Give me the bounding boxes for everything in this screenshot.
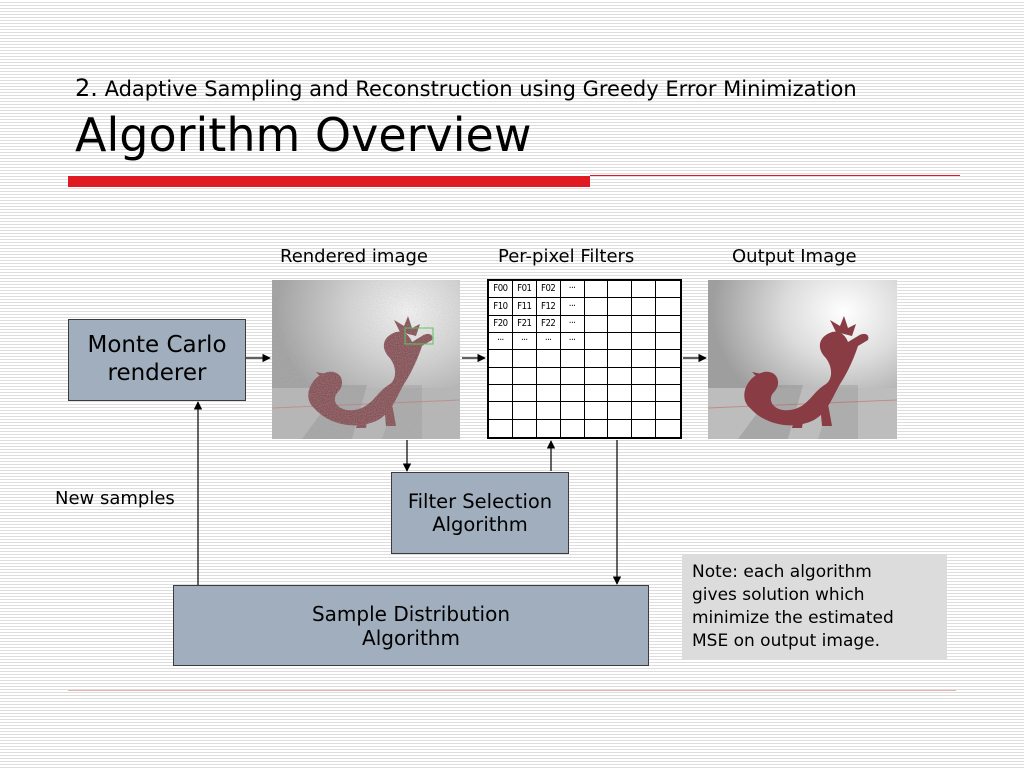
subtitle-number: 2. <box>75 74 98 102</box>
grid-cell-f01: F01 <box>512 281 537 299</box>
per-pixel-filter-grid: F00 F01 F02 ··· F10 F11 F12 ··· F20 F21 … <box>487 279 682 439</box>
footer-divider <box>68 690 956 691</box>
grid-cell-f11: F11 <box>512 298 537 316</box>
grid-cell-ellipsis: ··· <box>560 281 585 299</box>
sample-distribution-box: Sample Distribution Algorithm <box>173 585 649 666</box>
per-pixel-filters-label: Per-pixel Filters <box>498 246 635 267</box>
note-line: gives solution which <box>692 584 865 605</box>
note-line: MSE on output image. <box>692 630 881 651</box>
slide-subtitle: 2. Adaptive Sampling and Reconstruction … <box>75 74 857 102</box>
filter-selection-line1: Filter Selection <box>407 489 553 513</box>
grid-cell-f12: F12 <box>536 298 561 316</box>
sample-distribution-line2: Algorithm <box>362 625 460 650</box>
grid-cell-ellipsis: ··· <box>560 298 585 316</box>
output-dragon-image <box>708 280 897 439</box>
note-line: minimize the estimated <box>692 607 894 628</box>
filter-selection-box: Filter Selection Algorithm <box>391 472 569 554</box>
grid-cell-ellipsis: ··· <box>560 315 585 333</box>
grid-cell-ellipsis: ··· <box>512 333 537 351</box>
title-underline-thin <box>590 175 960 176</box>
grid-cell-f00: F00 <box>489 281 513 299</box>
title-underline-bar <box>68 176 590 187</box>
grid-cell-ellipsis: ··· <box>536 333 561 351</box>
grid-cell-f10: F10 <box>489 298 513 316</box>
grid-cell-f22: F22 <box>536 315 561 333</box>
grid-cell-ellipsis: ··· <box>489 333 513 351</box>
sample-distribution-line1: Sample Distribution <box>311 601 511 626</box>
new-samples-label: New samples <box>55 488 175 509</box>
rendered-image-label: Rendered image <box>280 246 428 267</box>
grid-cell-ellipsis: ··· <box>560 333 585 351</box>
monte-carlo-line2: renderer <box>107 360 207 386</box>
note-line: Note: each algorithm <box>692 562 872 582</box>
grid-cell-f02: F02 <box>536 281 561 299</box>
grid-cell-f21: F21 <box>512 315 537 333</box>
subtitle-text: Adaptive Sampling and Reconstruction usi… <box>104 77 857 101</box>
monte-carlo-line1: Monte Carlo <box>87 332 227 359</box>
grid-cell-f20: F20 <box>489 315 513 333</box>
note-box: Note: each algorithm gives solution whic… <box>682 554 947 660</box>
slide-title: Algorithm Overview <box>75 108 532 162</box>
output-image-label: Output Image <box>732 246 857 267</box>
rendered-dragon-image <box>272 280 460 439</box>
monte-carlo-renderer-box: Monte Carlo renderer <box>68 319 246 401</box>
filter-selection-line2: Algorithm <box>432 513 528 536</box>
